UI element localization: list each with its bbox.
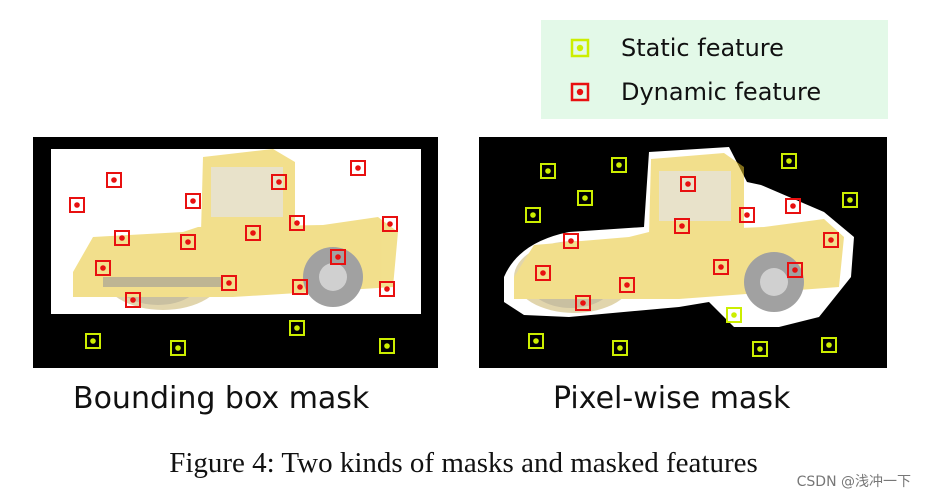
legend-item-dynamic: Dynamic feature bbox=[569, 78, 821, 106]
dynamic-feature-icon bbox=[569, 81, 591, 103]
static-feature-icon bbox=[569, 37, 591, 59]
legend: Static feature Dynamic feature bbox=[541, 20, 888, 119]
bounding-box-mask-panel bbox=[33, 137, 438, 368]
pixel-wise-mask-panel bbox=[479, 137, 887, 368]
watermark: CSDN @浅冲一下 bbox=[797, 471, 911, 491]
right-panel-caption: Pixel-wise mask bbox=[553, 381, 790, 416]
figure-caption: Figure 4: Two kinds of masks and masked … bbox=[0, 447, 927, 480]
legend-dynamic-label: Dynamic feature bbox=[621, 78, 821, 106]
pixel-wise-mask-image bbox=[479, 137, 887, 368]
legend-item-static: Static feature bbox=[569, 34, 784, 62]
left-panel-caption: Bounding box mask bbox=[73, 381, 369, 416]
bounding-box-mask-image bbox=[33, 137, 438, 368]
legend-static-label: Static feature bbox=[621, 34, 784, 62]
